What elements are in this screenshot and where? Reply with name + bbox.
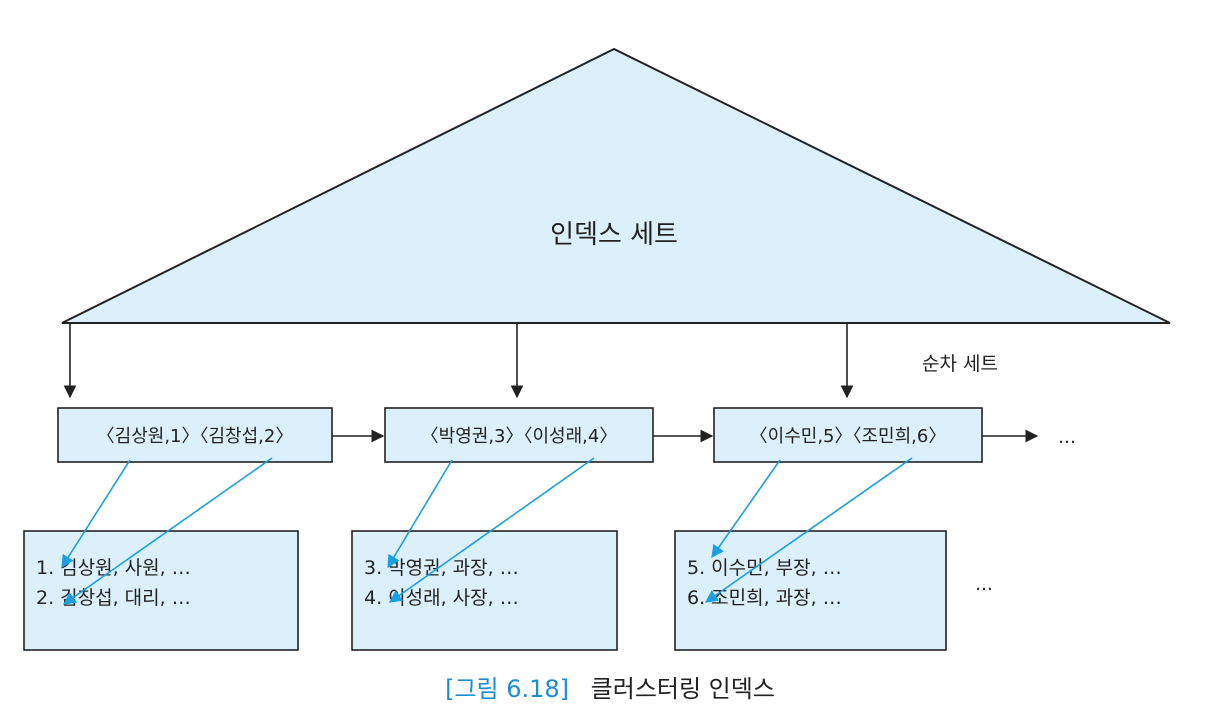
pointer-arrow-3 — [387, 459, 453, 569]
sequence-node-text: 〈이수민,5〉〈조민희,6〉 — [750, 426, 947, 447]
data-record-4: 4. 이성래, 사장, … — [364, 587, 519, 609]
data-record-2: 2. 김창섭, 대리, … — [36, 587, 191, 609]
pointer-arrow-1 — [61, 459, 131, 569]
data-block-1: 1. 김상원, 사원, … 2. 김창섭, 대리, … — [23, 530, 299, 651]
pointer-arrow-4 — [388, 457, 595, 603]
pointer-arrow-2 — [62, 457, 273, 605]
sequence-ellipsis: … — [1058, 427, 1076, 448]
sequence-set-label: 순차 세트 — [922, 353, 998, 375]
data-record-1: 1. 김상원, 사원, … — [36, 557, 191, 579]
data-record-6: 6. 조민희, 과장, … — [687, 587, 842, 609]
figure-caption: [그림 6.18] 클러스터링 인덱스 — [445, 675, 775, 703]
sequence-node-1: 〈김상원,1〉〈김창섭,2〉 — [57, 407, 333, 463]
sequence-node-3: 〈이수민,5〉〈조민희,6〉 — [713, 407, 983, 463]
sequence-node-text: 〈김상원,1〉〈김창섭,2〉 — [97, 426, 294, 447]
data-block-3: 5. 이수민, 부장, … 6. 조민희, 과장, … — [674, 530, 947, 651]
pointer-arrow-5 — [711, 459, 781, 559]
index-set-triangle — [61, 47, 1171, 324]
caption-number: [그림 6.18] — [445, 675, 569, 703]
data-record-5: 5. 이수민, 부장, … — [687, 557, 842, 579]
caption-title: 클러스터링 인덱스 — [591, 675, 775, 703]
sequence-node-2: 〈박영권,3〉〈이성래,4〉 — [384, 407, 654, 463]
data-ellipsis: … — [975, 574, 993, 595]
data-block-2: 3. 박영권, 과장, … 4. 이성래, 사장, … — [351, 530, 618, 651]
data-record-3: 3. 박영권, 과장, … — [364, 557, 519, 579]
index-set-label: 인덱스 세트 — [550, 220, 678, 250]
pointer-arrow-6 — [704, 457, 913, 603]
sequence-node-text: 〈박영권,3〉〈이성래,4〉 — [421, 426, 618, 447]
